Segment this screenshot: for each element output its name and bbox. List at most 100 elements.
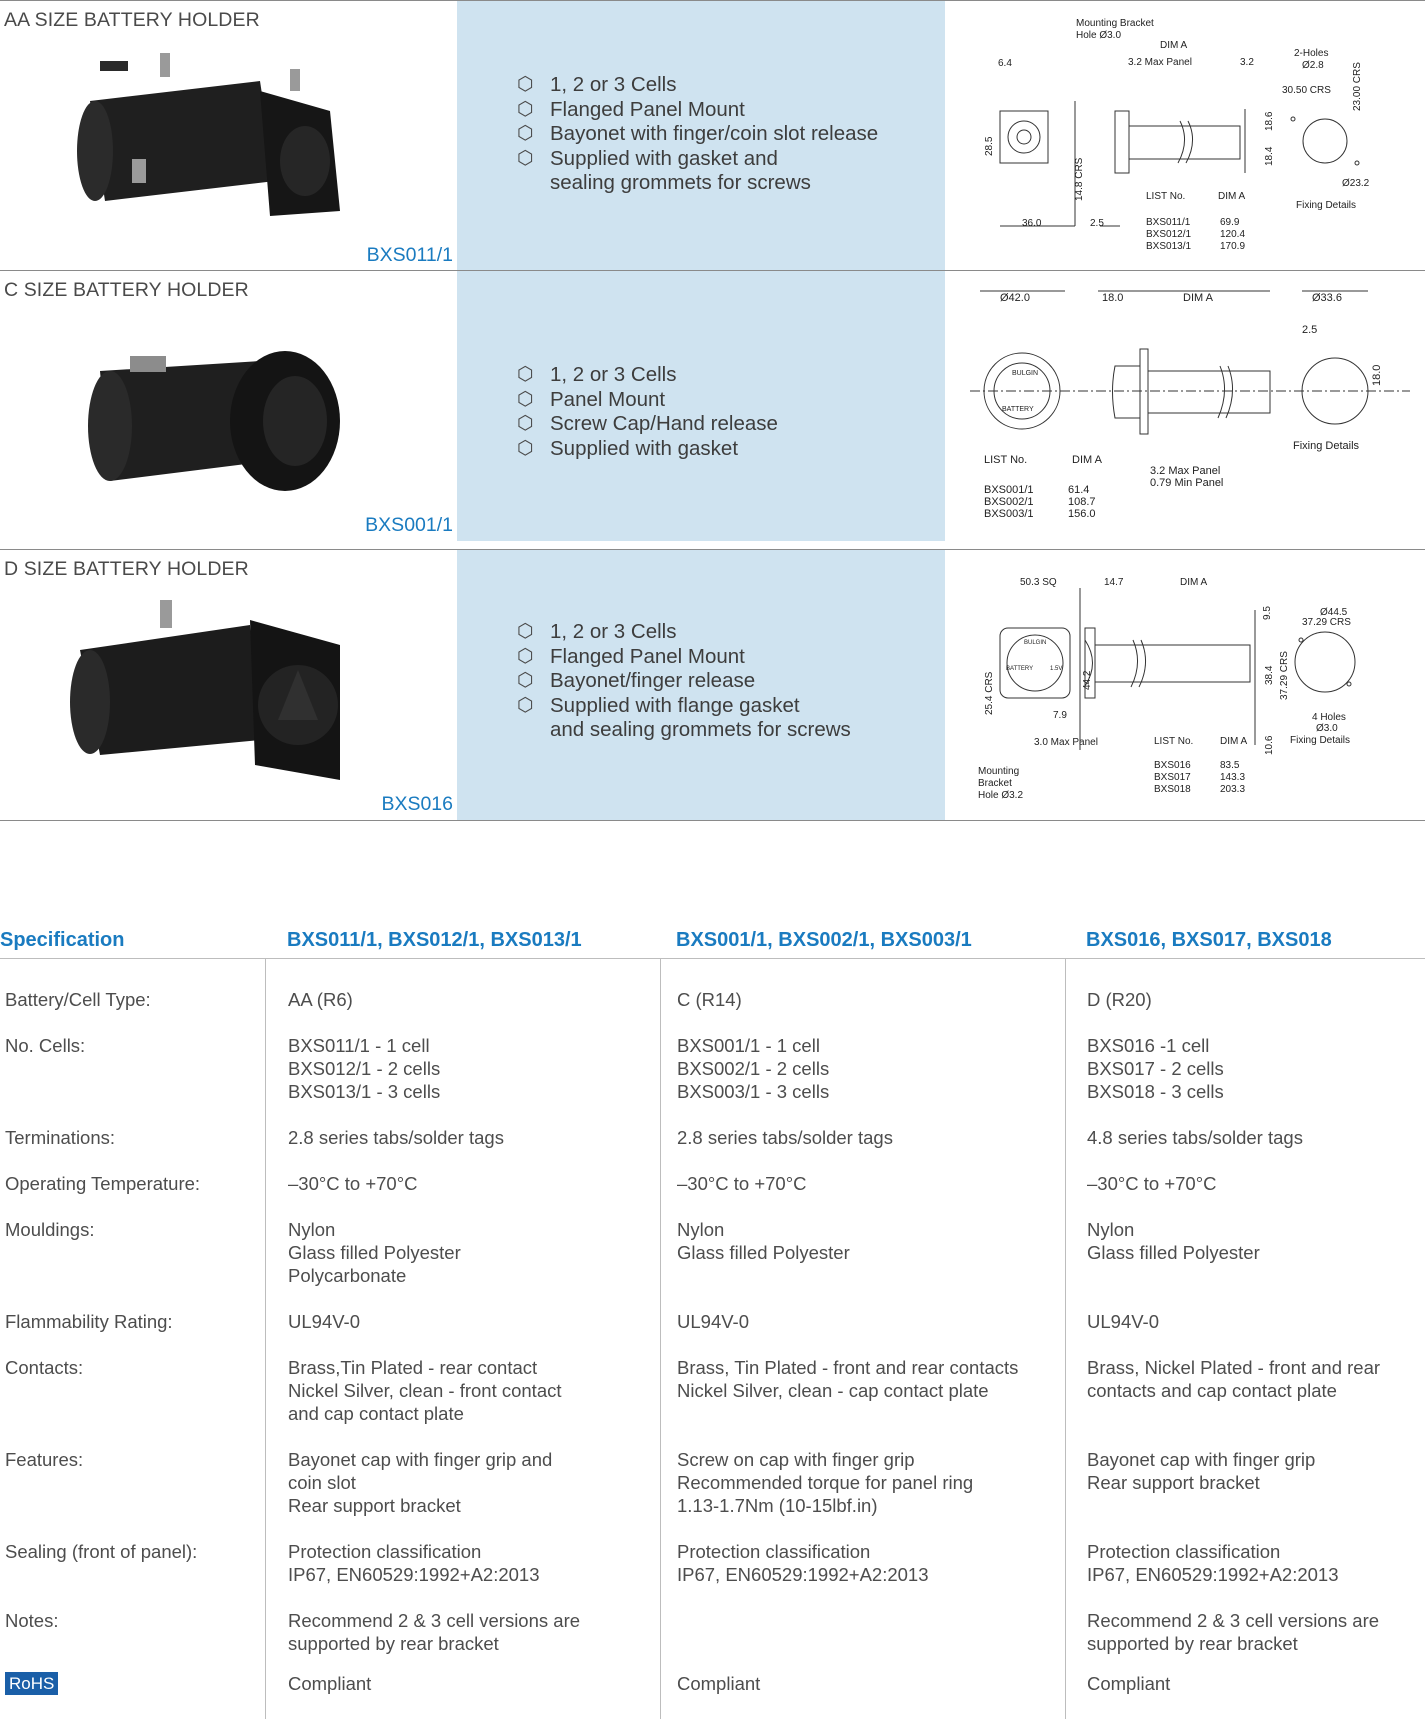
dim-label: 3.2 Max Panel [1150,465,1220,477]
c-holder-photo [88,351,340,491]
list-dim: 61.4 [1068,484,1089,496]
dim-label: 0.79 Min Panel [1150,477,1223,489]
dim-label: Mounting [978,766,1019,777]
list-dim: 156.0 [1068,508,1096,520]
column-divider [660,958,661,1719]
dim-label: 10.6 [1264,735,1275,755]
spec-value-aa: UL94V-0 [288,1311,360,1332]
dim-label: Ø33.6 [1312,292,1342,304]
dim-label: 23.00 CRS [1352,62,1363,111]
aa-dimension-drawing: Mounting Bracket Hole Ø3.0 DIM A 6.4 3.2… [984,18,1370,252]
list-code: BXS013/1 [1146,241,1191,252]
logo-text: BULGIN [1012,370,1038,377]
feature-item: ⬡1, 2 or 3 Cells [517,73,677,96]
product-title: D SIZE BATTERY HOLDER [4,558,249,580]
feature-panel: ⬡1, 2 or 3 Cells ⬡Panel Mount ⬡Screw Cap… [457,271,945,541]
list-dim: 120.4 [1220,229,1245,240]
dim-label: Ø44.5 [1320,607,1348,618]
spec-label: Operating Temperature: [5,1173,201,1194]
feature-item: ⬡Flanged Panel Mount [517,644,745,668]
list-code: BXS003/1 [984,508,1034,520]
dim-label: 38.4 [1264,665,1275,685]
product-row-d: D SIZE BATTERY HOLDER BXS016 ⬡1, 2 or 3 … [0,549,1425,821]
dim-label: 3.0 Max Panel [1034,737,1098,748]
dim-label: 18.0 [1102,292,1123,304]
spec-value-aa: –30°C to +70°C [288,1173,418,1194]
dim-label: DIM A [1218,191,1246,202]
feature-list: ⬡1, 2 or 3 Cells ⬡Flanged Panel Mount ⬡B… [517,620,851,743]
product-row-aa: AA SIZE BATTERY HOLDER BXS011/1 ⬡1, 2 or… [0,0,1425,271]
aa-holder-photo [77,53,340,216]
spec-label: Sealing (front of panel): [5,1541,198,1562]
feature-panel: ⬡1, 2 or 3 Cells ⬡Flanged Panel Mount ⬡B… [457,550,945,820]
product-title: C SIZE BATTERY HOLDER [4,279,249,301]
list-code: BXS002/1 [984,496,1034,508]
spec-value-c: C (R14) [677,989,742,1010]
hexagon-bullet-icon: ⬡ [517,413,534,434]
dim-label: Fixing Details [1290,735,1350,746]
hexagon-bullet-icon: ⬡ [517,98,534,120]
product-code: BXS011/1 [366,244,453,266]
spec-label: Battery/Cell Type: [5,989,151,1010]
hexagon-bullet-icon: ⬡ [517,364,534,385]
list-code: BXS001/1 [984,484,1034,496]
spec-value-d: D (R20) [1087,989,1152,1010]
dim-label: Ø42.0 [1000,292,1030,304]
spec-header-aa: BXS011/1, BXS012/1, BXS013/1 [287,929,582,951]
spec-label: Flammability Rating: [5,1311,173,1332]
dim-label: 18.4 [1264,146,1275,166]
hexagon-bullet-icon: ⬡ [517,694,534,716]
spec-header-c: BXS001/1, BXS002/1, BXS003/1 [676,929,972,951]
spec-value-c: Brass, Tin Plated - front and rear conta… [677,1357,1019,1401]
list-dim: 203.3 [1220,784,1245,795]
feature-item: ⬡Screw Cap/Hand release [517,412,778,435]
spec-value-aa: 2.8 series tabs/solder tags [288,1127,504,1148]
dim-label: 3.2 [1240,57,1254,68]
list-dim: 69.9 [1220,217,1240,228]
dim-label: Fixing Details [1293,440,1360,452]
spec-label: Terminations: [5,1127,116,1148]
dim-label: 14.8 CRS [1074,157,1085,201]
feature-item: ⬡Supplied with gasket [517,436,739,460]
dim-label: 2-Holes [1294,48,1328,59]
list-dim: 108.7 [1068,496,1096,508]
spec-value-d: Compliant [1087,1673,1171,1694]
hexagon-bullet-icon: ⬡ [517,388,534,410]
dim-label: LIST No. [1146,191,1185,202]
spec-header-d: BXS016, BXS017, BXS018 [1086,929,1332,951]
column-divider [265,958,266,1719]
spec-table [0,958,1425,1720]
dim-label: DIM A [1183,292,1214,304]
dim-label: 18.6 [1264,111,1275,131]
spec-value-c: Compliant [677,1673,761,1694]
feature-item: ⬡Bayonet/finger release [517,669,756,692]
dim-label: 25.4 CRS [984,671,995,715]
hexagon-bullet-icon: ⬡ [517,147,534,169]
list-dim: 83.5 [1220,760,1240,771]
list-dim: 143.3 [1220,772,1245,783]
column-divider [1065,958,1066,1719]
list-code: BXS011/1 [1146,217,1191,228]
d-dimension-drawing: 50.3 SQ 14.7 DIM A 9.5 Ø44.5 37.29 CRS 2… [978,577,1356,801]
d-holder-photo [70,600,340,780]
feature-panel: ⬡1, 2 or 3 Cells ⬡Flanged Panel Mount ⬡B… [457,1,945,271]
list-dim: 170.9 [1220,241,1245,252]
product-title: AA SIZE BATTERY HOLDER [4,9,260,31]
dim-label: 37.29 CRS [1302,617,1351,628]
dim-label: Ø2.8 [1302,60,1324,71]
rohs-badge: RoHS [5,1672,59,1695]
